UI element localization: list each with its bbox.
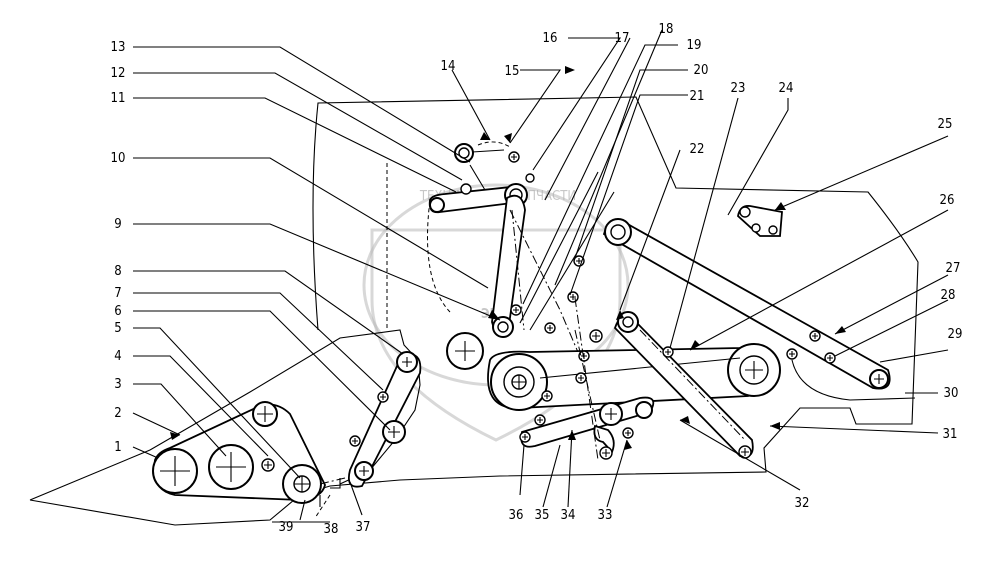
callout-27: 27: [946, 261, 961, 276]
callout-22: 22: [690, 142, 705, 157]
tensioner-arm: [613, 311, 754, 459]
callout-34: 34: [561, 508, 576, 523]
callout-3: 3: [114, 377, 121, 392]
callout-38: 38: [324, 522, 339, 537]
callout-39: 39: [279, 520, 294, 535]
callout-5: 5: [114, 321, 121, 336]
callout-21: 21: [690, 89, 705, 104]
callout-32: 32: [795, 496, 810, 511]
callout-16: 16: [543, 31, 558, 46]
callout-25: 25: [938, 117, 953, 132]
central-drive-assembly: [446, 297, 781, 461]
callout-1: 1: [114, 440, 121, 455]
callout-17: 17: [615, 31, 630, 46]
callout-6: 6: [114, 304, 121, 319]
callout-11: 11: [111, 91, 126, 106]
callout-19: 19: [687, 38, 702, 53]
callout-12: 12: [111, 66, 126, 81]
callout-4: 4: [114, 349, 121, 364]
callout-14: 14: [441, 59, 456, 74]
callout-23: 23: [731, 81, 746, 96]
callout-labels: 1 2 3 4 5 6 7 8 9 10 11 12 13 14 15 16 1…: [111, 22, 963, 537]
callout-15: 15: [505, 64, 520, 79]
small-bracket: [737, 205, 783, 237]
callout-leaders: [132, 29, 949, 523]
callout-8: 8: [114, 264, 121, 279]
callout-36: 36: [509, 508, 524, 523]
callout-30: 30: [944, 386, 959, 401]
callout-35: 35: [535, 508, 550, 523]
callout-24: 24: [779, 81, 794, 96]
callout-26: 26: [940, 193, 955, 208]
left-belt-assembly: [152, 401, 346, 504]
callout-18: 18: [659, 22, 674, 37]
callout-37: 37: [356, 520, 371, 535]
callout-2: 2: [114, 406, 121, 421]
callout-33: 33: [598, 508, 613, 523]
left-lift-arm: [347, 351, 422, 488]
callout-13: 13: [111, 40, 126, 55]
right-upper-arm: [602, 218, 916, 401]
callout-7: 7: [114, 286, 121, 301]
callout-10: 10: [111, 151, 126, 166]
callout-28: 28: [941, 288, 956, 303]
callout-20: 20: [694, 63, 709, 78]
callout-31: 31: [943, 427, 958, 442]
callout-29: 29: [948, 327, 963, 342]
callout-9: 9: [114, 217, 121, 232]
callout-arrowheads: [170, 66, 846, 450]
